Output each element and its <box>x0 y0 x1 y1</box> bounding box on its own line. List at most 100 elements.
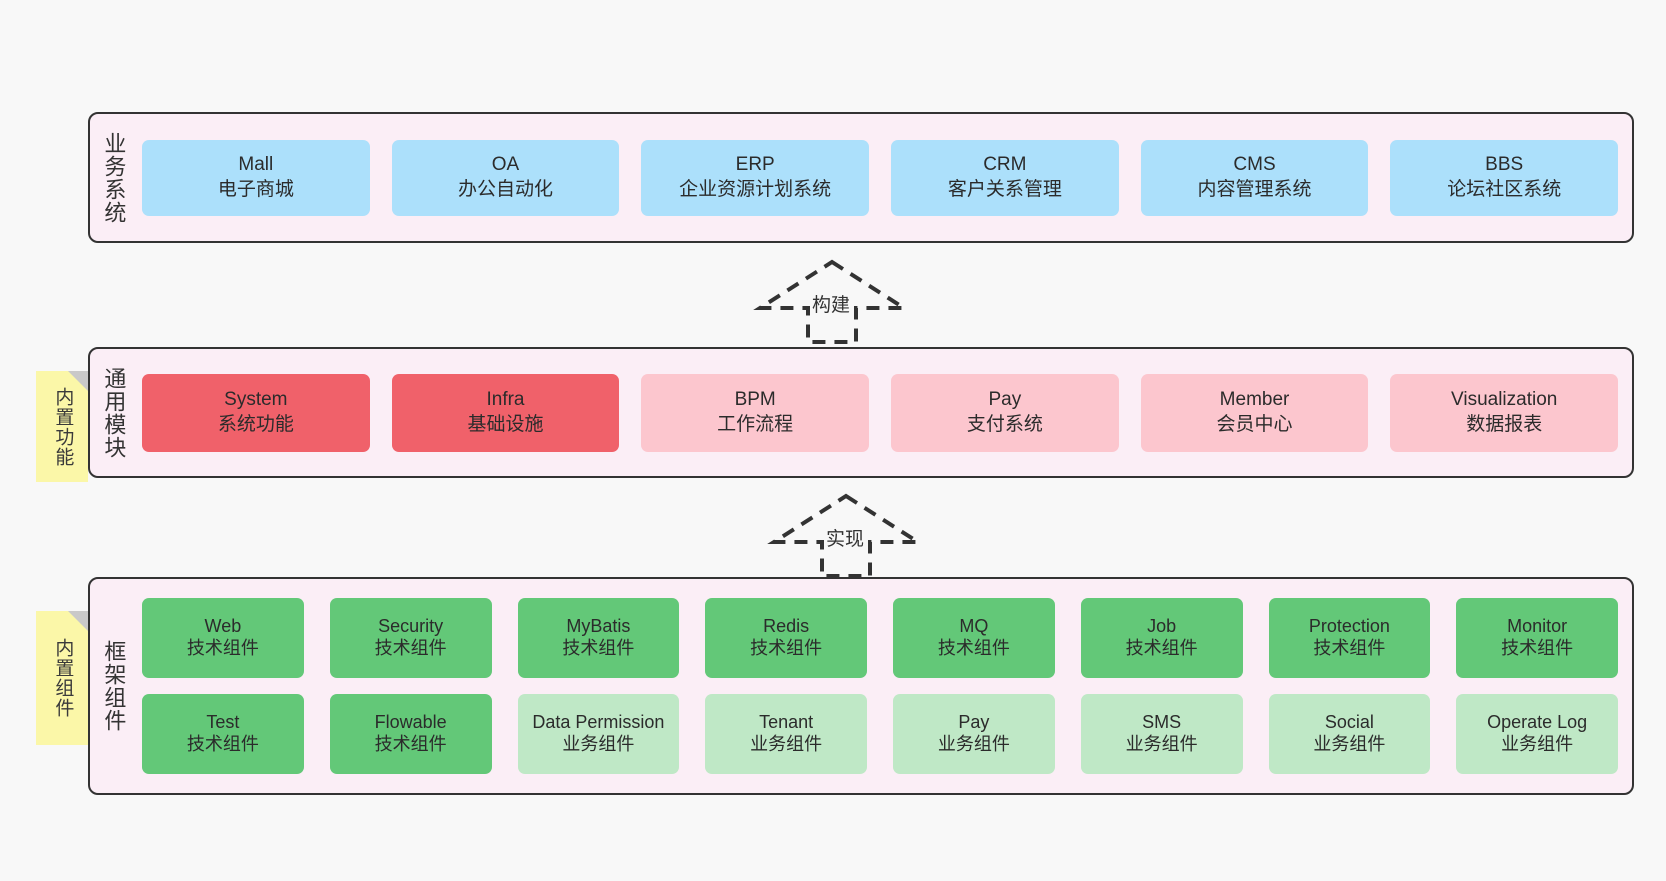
node-job[interactable]: Job 技术组件 <box>1080 598 1243 678</box>
node-subtitle: 技术组件 <box>374 638 447 658</box>
node-title: Social <box>1324 712 1374 733</box>
layer-business-systems: 业务系统 Mall 电子商城 OA 办公自动化 ERP 企业资源计划系统 CRM… <box>88 112 1634 243</box>
node-title: MQ <box>959 616 989 637</box>
node-subtitle: 企业资源计划系统 <box>679 178 832 200</box>
folded-corner-icon <box>68 611 88 631</box>
node-title: Mall <box>238 153 274 175</box>
note-label: 内置组件 <box>52 638 74 718</box>
node-mq[interactable]: MQ 技术组件 <box>893 598 1055 678</box>
node-subtitle: 技术组件 <box>374 734 447 754</box>
node-mybatis[interactable]: MyBatis 技术组件 <box>517 598 680 678</box>
node-title: CMS <box>1233 153 1276 175</box>
node-row: Mall 电子商城 OA 办公自动化 ERP 企业资源计划系统 CRM 客户关系… <box>142 139 1619 216</box>
node-subtitle: 办公自动化 <box>458 178 554 200</box>
node-mall[interactable]: Mall 电子商城 <box>142 139 370 216</box>
layer-framework-components: 框架组件 Web 技术组件 Security 技术组件 MyBatis 技术组件… <box>88 577 1634 795</box>
node-title: OA <box>491 153 520 175</box>
node-title: System <box>224 388 288 410</box>
node-subtitle: 业务组件 <box>750 734 823 754</box>
node-title: Security <box>378 616 444 637</box>
node-monitor[interactable]: Monitor 技术组件 <box>1456 598 1618 678</box>
node-sms[interactable]: SMS 业务组件 <box>1080 694 1243 774</box>
node-subtitle: 业务组件 <box>1313 734 1386 754</box>
arrow-implement <box>766 492 926 578</box>
note-builtin-component: 内置组件 <box>36 611 88 745</box>
node-row: Web 技术组件 Security 技术组件 MyBatis 技术组件 Redi… <box>142 598 1618 678</box>
node-title: Visualization <box>1451 388 1558 410</box>
node-erp[interactable]: ERP 企业资源计划系统 <box>641 139 870 216</box>
node-subtitle: 系统功能 <box>217 413 294 435</box>
node-subtitle: 会员中心 <box>1216 413 1293 435</box>
node-cms[interactable]: CMS 内容管理系统 <box>1140 139 1369 216</box>
node-protection[interactable]: Protection 技术组件 <box>1268 598 1431 678</box>
node-subtitle: 技术组件 <box>562 638 635 658</box>
node-subtitle: 技术组件 <box>186 734 259 754</box>
node-infra[interactable]: Infra 基础设施 <box>391 373 620 452</box>
node-subtitle: 基础设施 <box>467 413 544 435</box>
node-visualization[interactable]: Visualization 数据报表 <box>1390 373 1619 452</box>
node-title: Infra <box>486 388 525 410</box>
node-title: Operate Log <box>1487 712 1588 733</box>
node-social[interactable]: Social 业务组件 <box>1268 694 1431 774</box>
node-subtitle: 技术组件 <box>937 638 1010 658</box>
node-row: Test 技术组件 Flowable 技术组件 Data Permission … <box>142 694 1618 774</box>
node-title: BPM <box>734 388 776 410</box>
layer-common-modules: 通用模块 System 系统功能 Infra 基础设施 BPM 工作流程 Pay… <box>88 347 1634 478</box>
node-subtitle: 技术组件 <box>1125 638 1198 658</box>
node-subtitle: 技术组件 <box>750 638 823 658</box>
node-title: Protection <box>1308 616 1390 637</box>
node-title: Web <box>204 616 242 637</box>
dashed-hollow-arrow-up-icon <box>767 493 925 578</box>
node-title: Tenant <box>759 712 814 733</box>
layer-framework-components-title: 框架组件 <box>101 640 127 732</box>
node-system[interactable]: System 系统功能 <box>142 373 370 452</box>
node-row: System 系统功能 Infra 基础设施 BPM 工作流程 Pay 支付系统… <box>142 373 1619 452</box>
node-subtitle: 内容管理系统 <box>1197 178 1312 200</box>
layer-framework-components-body: Web 技术组件 Security 技术组件 MyBatis 技术组件 Redi… <box>136 579 1632 793</box>
node-title: Pay <box>988 388 1022 410</box>
arrow-build-label: 构建 <box>812 295 851 316</box>
node-subtitle: 技术组件 <box>1501 638 1574 658</box>
node-bbs[interactable]: BBS 论坛社区系统 <box>1390 139 1619 216</box>
node-web[interactable]: Web 技术组件 <box>142 598 304 678</box>
node-title: Data Permission <box>532 712 665 733</box>
node-operate-log[interactable]: Operate Log 业务组件 <box>1456 694 1618 774</box>
node-subtitle: 技术组件 <box>186 638 259 658</box>
layer-business-systems-title: 业务系统 <box>101 131 127 224</box>
layer-common-modules-body: System 系统功能 Infra 基础设施 BPM 工作流程 Pay 支付系统… <box>136 349 1632 476</box>
node-title: Monitor <box>1507 616 1568 637</box>
node-title: Redis <box>763 616 810 637</box>
node-redis[interactable]: Redis 技术组件 <box>705 598 867 678</box>
node-subtitle: 业务组件 <box>937 734 1010 754</box>
folded-corner-icon <box>68 371 88 391</box>
node-pay-module[interactable]: Pay 支付系统 <box>891 373 1119 452</box>
node-subtitle: 技术组件 <box>1313 638 1386 658</box>
node-security[interactable]: Security 技术组件 <box>329 598 492 678</box>
arrow-build <box>752 258 912 344</box>
node-bpm[interactable]: BPM 工作流程 <box>641 373 870 452</box>
node-title: ERP <box>735 153 775 175</box>
node-subtitle: 电子商城 <box>217 178 294 200</box>
node-subtitle: 业务组件 <box>1125 734 1198 754</box>
layer-common-modules-title: 通用模块 <box>101 366 127 459</box>
note-builtin-function: 内置功能 <box>36 371 88 482</box>
node-title: MyBatis <box>566 616 631 637</box>
node-flowable[interactable]: Flowable 技术组件 <box>329 694 492 774</box>
node-subtitle: 客户关系管理 <box>947 178 1062 200</box>
node-data-permission[interactable]: Data Permission 业务组件 <box>517 694 680 774</box>
node-member[interactable]: Member 会员中心 <box>1140 373 1369 452</box>
node-subtitle: 业务组件 <box>562 734 635 754</box>
node-tenant[interactable]: Tenant 业务组件 <box>705 694 867 774</box>
node-title: Test <box>206 712 240 733</box>
node-subtitle: 业务组件 <box>1501 734 1574 754</box>
node-test[interactable]: Test 技术组件 <box>142 694 304 774</box>
node-oa[interactable]: OA 办公自动化 <box>391 139 620 216</box>
node-subtitle: 工作流程 <box>717 413 794 435</box>
node-pay-component[interactable]: Pay 业务组件 <box>893 694 1055 774</box>
node-title: BBS <box>1485 153 1524 175</box>
node-title: Member <box>1219 388 1290 410</box>
dashed-hollow-arrow-up-icon <box>753 259 911 344</box>
node-crm[interactable]: CRM 客户关系管理 <box>891 139 1119 216</box>
node-subtitle: 数据报表 <box>1466 413 1543 435</box>
